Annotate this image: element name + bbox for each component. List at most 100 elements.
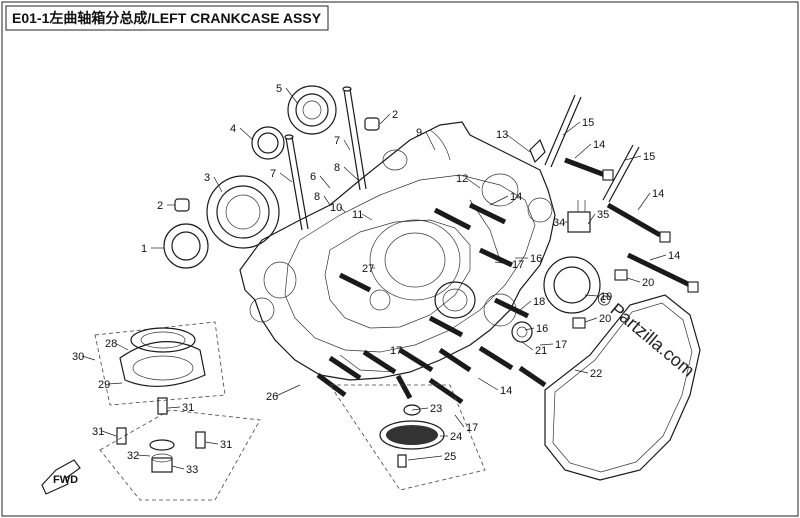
- leader-c17a: [494, 261, 511, 265]
- leader-c28: [114, 342, 129, 351]
- bolt-group-upper-right: [564, 157, 699, 293]
- callout-c31c: 31: [220, 439, 232, 451]
- callout-c14d: 14: [668, 250, 680, 262]
- callout-c7a: 7: [334, 135, 340, 147]
- callout-c31a: 31: [182, 402, 194, 414]
- badge-text: FWD: [53, 474, 78, 486]
- callout-c2a: 2: [392, 109, 398, 121]
- callout-c10: 10: [330, 202, 342, 214]
- leader-c19: [584, 294, 599, 297]
- leader-c33: [171, 465, 185, 470]
- callout-c30: 30: [72, 351, 84, 363]
- cover-dashed-guide: [329, 384, 486, 491]
- drain-plug-assembly: [99, 397, 261, 501]
- leader-c17d: [454, 414, 465, 428]
- leader-c8b: [323, 195, 331, 206]
- callout-c11: 11: [352, 209, 363, 221]
- cover-plate-24: [379, 404, 445, 468]
- callout-c7b: 7: [270, 168, 276, 180]
- leader-c13: [505, 133, 531, 153]
- callout-c12: 12: [456, 173, 468, 185]
- rod-15-right: [602, 144, 640, 203]
- bearing-5: [287, 85, 337, 135]
- callout-c23: 23: [430, 403, 442, 415]
- leader-c15a: [562, 121, 581, 136]
- callout-c20b: 20: [599, 313, 611, 325]
- leader-c12: [465, 177, 481, 189]
- callout-c18: 18: [533, 296, 545, 308]
- callout-c28: 28: [105, 338, 117, 350]
- leader-lines: [81, 87, 667, 470]
- callout-c17b: 17: [555, 339, 567, 351]
- leader-c35: [587, 213, 596, 225]
- callout-c4: 4: [230, 123, 236, 135]
- bearing-3: [206, 175, 280, 249]
- callout-c2b: 2: [157, 200, 163, 212]
- leader-c14e: [477, 377, 499, 391]
- leader-c25: [407, 455, 443, 461]
- leader-c5: [285, 87, 299, 105]
- callout-c9: 9: [416, 127, 422, 139]
- leader-c14d: [649, 254, 667, 261]
- callout-c31b: 31: [92, 426, 104, 438]
- leader-c9: [425, 131, 436, 151]
- leader-c29: [107, 382, 123, 385]
- oil-tube-7-lower: [284, 134, 309, 231]
- leader-c16b: [524, 327, 535, 331]
- leader-c7b: [279, 172, 293, 183]
- callout-c33: 33: [186, 464, 198, 476]
- callout-c16a: 16: [530, 253, 542, 265]
- leader-c22: [574, 369, 589, 374]
- diagram-title: E01-1左曲轴箱分总成/LEFT CRANKCASE ASSY: [12, 10, 322, 26]
- callout-c34: 34: [553, 217, 565, 229]
- leader-c17c: [399, 349, 411, 359]
- callout-c14b: 14: [510, 191, 522, 203]
- callout-c35: 35: [597, 209, 609, 221]
- callout-c21: 21: [535, 345, 547, 357]
- title-box: [5, 5, 329, 31]
- callout-c25: 25: [444, 451, 456, 463]
- bolt-group-center: [338, 202, 530, 338]
- leader-c7a: [343, 139, 351, 151]
- leader-c11: [361, 213, 373, 221]
- bearing-19: [543, 256, 601, 314]
- rod-15-left: [544, 94, 582, 168]
- callout-c14e: 14: [500, 385, 512, 397]
- leader-c14b: [489, 195, 509, 206]
- gasket-22: [544, 294, 701, 481]
- callout-c14c: 14: [652, 188, 664, 200]
- leader-c14c: [637, 192, 651, 211]
- leader-c26: [275, 384, 301, 397]
- callout-c8a: 8: [334, 162, 340, 174]
- leader-c3: [213, 176, 223, 193]
- callout-c20a: 20: [642, 277, 654, 289]
- callout-c3: 3: [204, 172, 210, 184]
- dowel-pin-2-left: [174, 198, 190, 212]
- leader-c2a: [379, 113, 391, 125]
- callout-c17a: 17: [512, 259, 524, 271]
- forward-direction-badge: FWD: [41, 459, 81, 495]
- leader-c17b: [539, 343, 554, 346]
- leader-c30: [81, 355, 96, 361]
- fitting-13: [529, 138, 546, 164]
- callout-c17d: 17: [466, 422, 478, 434]
- leader-c20a: [626, 277, 641, 283]
- leader-c31a: [167, 406, 181, 409]
- left-crankcase-body: [239, 121, 556, 381]
- callout-c29: 29: [98, 379, 110, 391]
- callout-c1: 1: [141, 243, 147, 255]
- leader-c21: [521, 341, 534, 351]
- callout-c13: 13: [496, 129, 508, 141]
- strainer-assembly-30: [94, 321, 226, 406]
- leader-c4: [239, 127, 254, 141]
- callout-c6: 6: [310, 171, 316, 183]
- leader-c31b: [101, 430, 117, 437]
- callout-c8b: 8: [314, 191, 320, 203]
- leader-c10: [339, 206, 346, 213]
- callout-c32: 32: [127, 450, 139, 462]
- leader-c15b: [624, 155, 642, 161]
- dowel-pin-2-upper: [364, 117, 380, 131]
- callout-c19: 19: [600, 291, 612, 303]
